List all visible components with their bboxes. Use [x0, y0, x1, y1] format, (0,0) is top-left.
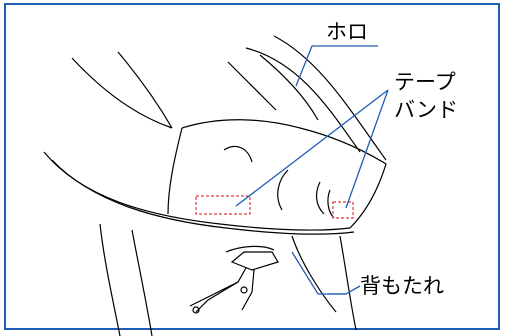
seatback-linework	[99, 223, 357, 336]
tape-band-marker-right	[332, 201, 354, 219]
tape-band-marker-left	[195, 195, 251, 215]
seatback-leader-stem	[291, 251, 346, 295]
diagram-frame	[4, 3, 500, 330]
tape-band-leader-right	[345, 89, 389, 209]
leader-lines	[235, 45, 389, 295]
label-seatback: 背もたれ	[360, 274, 444, 298]
canopy-hood	[43, 119, 387, 235]
seatback-leader	[328, 285, 361, 295]
label-hood: ホロ	[326, 20, 368, 44]
hood-leader	[295, 45, 378, 87]
label-tape-band-line1: テープ	[394, 70, 456, 94]
label-tape-band-line2: バンド	[394, 98, 459, 122]
tape-band-leader-left	[235, 89, 389, 207]
canopy-back-linework	[71, 35, 387, 161]
